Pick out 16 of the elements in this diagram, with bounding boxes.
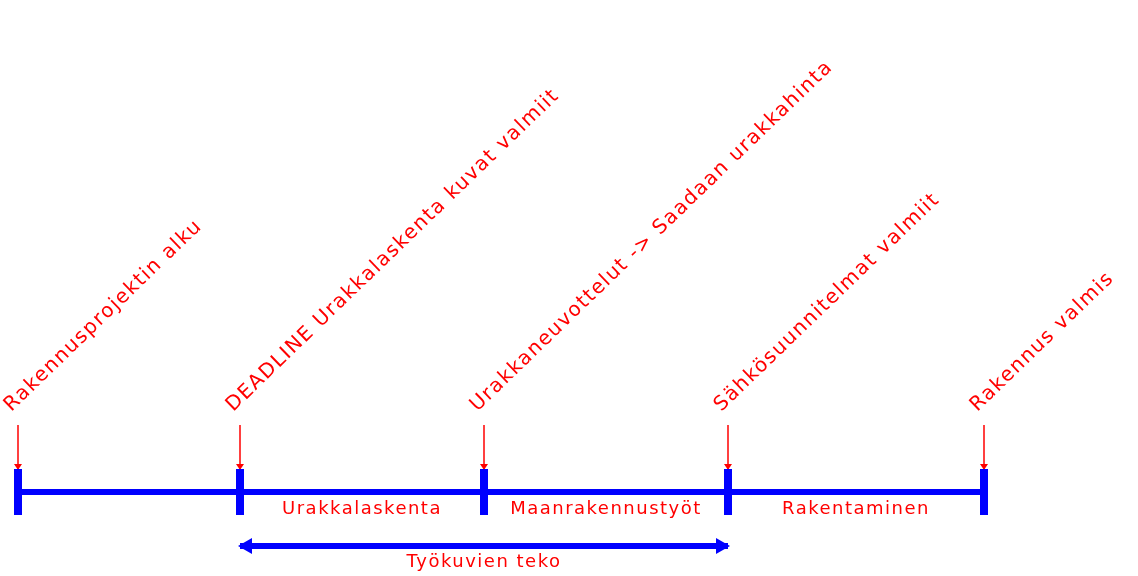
- timeline-segment: [244, 489, 480, 495]
- arrow: [14, 424, 22, 470]
- timeline-tick: [480, 469, 488, 515]
- arrow: [480, 424, 488, 470]
- timeline-tick: [236, 469, 244, 515]
- timeline-tick: [980, 469, 988, 515]
- timeline-segment: [22, 489, 236, 495]
- arrow: [236, 424, 244, 470]
- timeline-segment: [732, 489, 980, 495]
- timeline-segment: [488, 489, 724, 495]
- timeline-tick: [14, 469, 22, 515]
- edge-label: Työkuvien teko: [405, 551, 563, 571]
- double-arrow: [238, 538, 730, 554]
- arrow: [980, 424, 988, 470]
- arrow: [724, 424, 732, 470]
- timeline-tick: [724, 469, 732, 515]
